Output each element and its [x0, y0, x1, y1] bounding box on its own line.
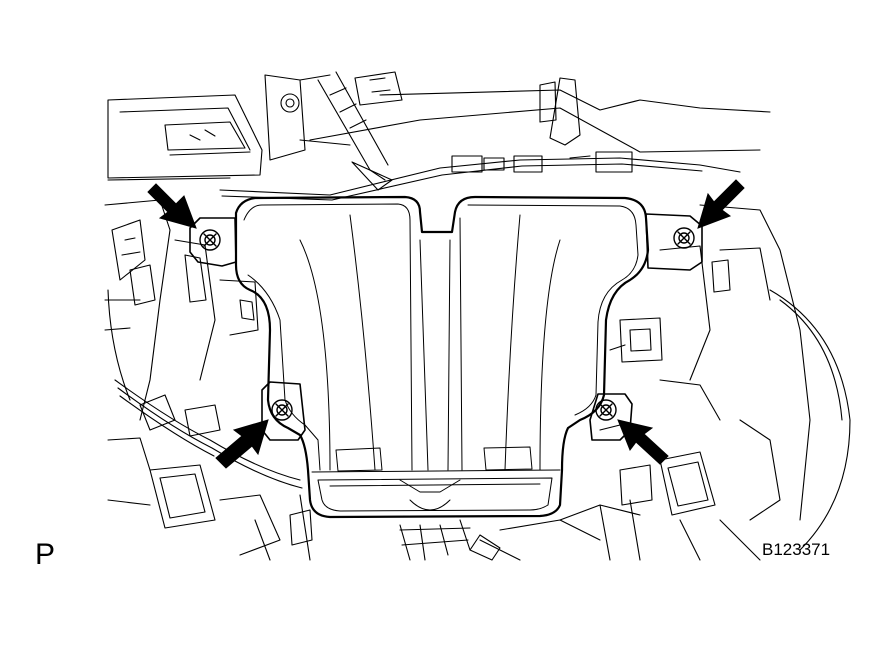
arrow-lower-right-bolt	[617, 419, 669, 465]
figure-id: B123371	[762, 540, 831, 559]
bolt-upper-right	[673, 227, 695, 249]
bolts	[199, 227, 695, 421]
mounting-flanges	[189, 213, 703, 441]
duct-cover	[234, 195, 650, 519]
bolt-lower-left	[271, 399, 293, 421]
arrow-upper-left-bolt	[147, 183, 197, 229]
arrow-lower-left-bolt	[215, 419, 269, 469]
background-structure	[104, 71, 851, 561]
bolt-lower-right	[595, 399, 617, 421]
duct-cover-detail	[243, 203, 639, 512]
view-label: P	[35, 538, 56, 571]
arrow-upper-right-bolt	[697, 179, 745, 229]
bolt-upper-left	[199, 229, 221, 251]
